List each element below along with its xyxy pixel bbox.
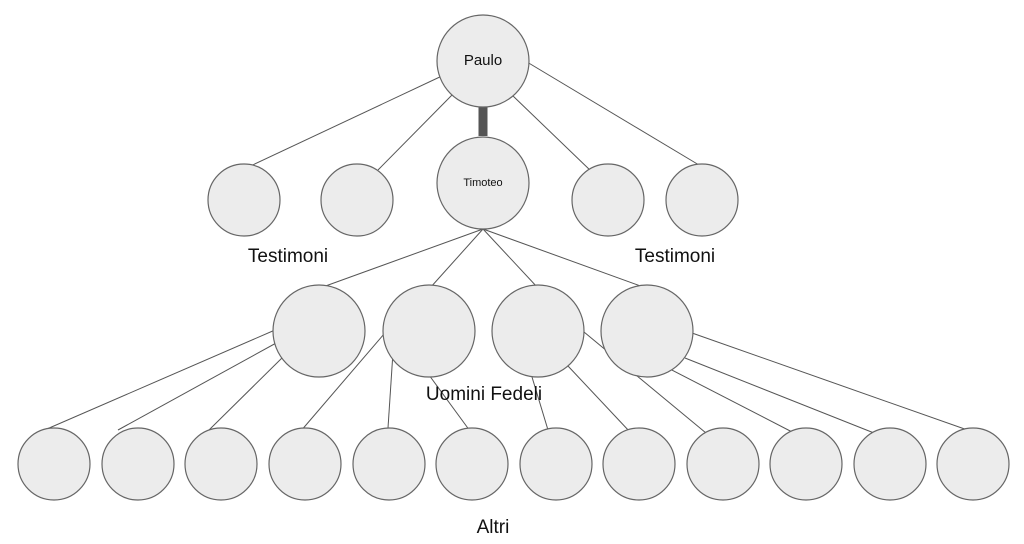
label-altri: Altri [477,517,510,538]
nodes: Paulo Timoteo [17,14,1010,501]
edge-paulo-testimone-4 [526,61,705,169]
edge-paulo-testimone-3 [511,94,593,173]
node-uomo-fedele-1 [272,284,366,378]
node-altro-11 [853,427,927,501]
node-testimone-3 [571,163,645,237]
edge-fedele1-altro-3 [207,354,286,432]
edge-fedele2-altro-5 [387,351,394,429]
label-uomini-fedeli: Uomini Fedeli [426,384,542,405]
edge-fedele3-altro-8 [567,365,631,433]
group-labels: Testimoni Testimoni Uomini Fedeli Altri [248,246,715,538]
edge-fedele1-altro-2 [117,341,279,431]
edge-fedele1-altro-1 [39,329,276,433]
node-altro-1 [17,427,91,501]
node-altro-7 [519,427,593,501]
label-testimoni-right: Testimoni [635,246,715,267]
node-altro-8 [602,427,676,501]
node-uomo-fedele-3 [491,284,585,378]
edge-fedele2-altro-6 [428,374,471,432]
node-paulo-label: Paulo [464,52,502,69]
edge-fedele4-altro-12 [691,332,977,434]
edge-fedele2-altro-4 [299,333,385,433]
edge-timoteo-fedele-4 [482,228,647,289]
node-altro-12 [936,427,1010,501]
node-testimone-2 [320,163,394,237]
node-timoteo [436,136,530,230]
node-uomo-fedele-4 [600,284,694,378]
edge-fedele3-altro-7 [531,376,549,431]
node-altro-6 [435,427,509,501]
node-altro-5 [352,427,426,501]
node-altro-9 [686,427,760,501]
node-testimone-1 [207,163,281,237]
node-timoteo-label: Timoteo [463,177,502,189]
edge-fedele4-altro-11 [684,357,875,434]
edge-timoteo-fedele-3 [482,228,539,289]
edges [39,61,977,435]
label-testimoni-left: Testimoni [248,246,328,267]
node-testimone-4 [665,163,739,237]
node-altro-4 [268,427,342,501]
node-altro-3 [184,427,258,501]
node-paulo [436,14,530,108]
edge-timoteo-fedele-1 [319,228,484,289]
node-altro-2 [101,427,175,501]
edge-timoteo-fedele-2 [429,228,484,289]
node-altro-10 [769,427,843,501]
edge-paulo-testimone-1 [241,74,445,171]
edge-paulo-testimone-2 [377,94,453,171]
node-uomo-fedele-2 [382,284,476,378]
